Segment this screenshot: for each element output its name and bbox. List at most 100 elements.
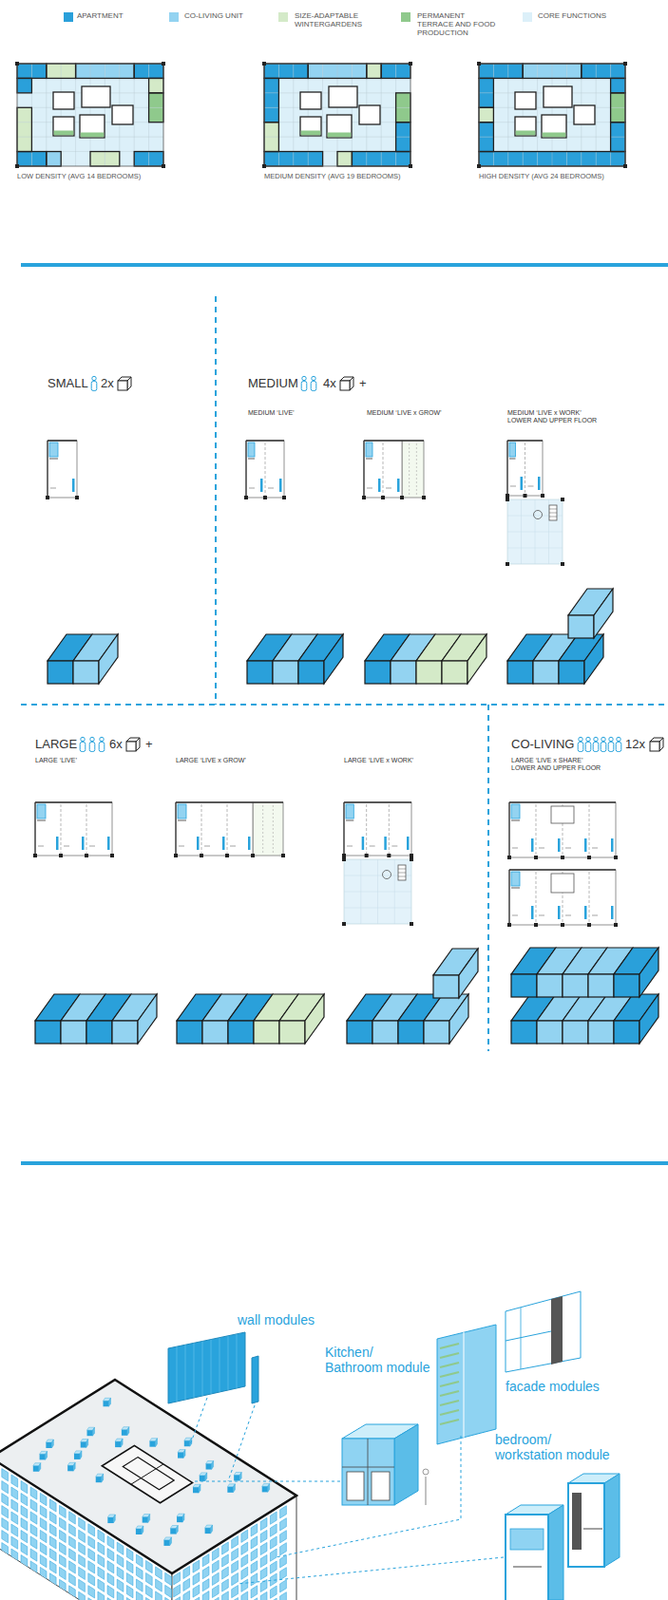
- grow-area: [401, 440, 424, 498]
- terrace-strip: [80, 133, 105, 138]
- work-floor: [505, 497, 565, 567]
- cube-side: [211, 1462, 214, 1471]
- legend-swatch: [522, 12, 533, 22]
- desk-line: [391, 846, 398, 848]
- desk-line: [229, 846, 236, 848]
- plan-cell: [508, 152, 523, 167]
- module-edge: [37, 820, 46, 822]
- unit-outline: [46, 152, 61, 167]
- window: [30, 1488, 38, 1501]
- module-cube: [74, 1451, 82, 1461]
- legend-text: CO-LIVING UNIT: [184, 11, 244, 20]
- block-front: [228, 1021, 254, 1045]
- module-count: 6x: [109, 738, 123, 753]
- block-front: [346, 1021, 373, 1045]
- plan-cell: [17, 63, 32, 78]
- work-area: [343, 859, 412, 925]
- column: [250, 854, 255, 859]
- module-joint: [367, 1439, 369, 1507]
- block-front: [364, 661, 391, 685]
- column: [262, 61, 267, 66]
- plan-cell: [264, 152, 279, 167]
- plan-cell: [323, 63, 338, 78]
- cube-front: [262, 1487, 268, 1493]
- louvre: [439, 1363, 459, 1369]
- window: [69, 1549, 77, 1563]
- cube-front: [121, 1431, 128, 1437]
- facade-module: [437, 1292, 581, 1446]
- cube-side: [148, 1515, 151, 1525]
- window: [173, 1598, 181, 1600]
- louvre: [439, 1354, 459, 1359]
- cube-side: [349, 377, 354, 391]
- window: [116, 1567, 124, 1581]
- cube-icon: [117, 377, 132, 391]
- person-icon: [577, 737, 584, 752]
- mullion: [520, 1308, 522, 1371]
- desk-line: [538, 916, 545, 917]
- window: [30, 1562, 38, 1575]
- column: [282, 496, 287, 500]
- legend-swatch: [63, 12, 74, 22]
- cube-side: [45, 1451, 48, 1461]
- core-island: [515, 92, 536, 110]
- column: [540, 494, 545, 498]
- grid-line: [343, 892, 412, 894]
- stair-step: [549, 516, 557, 518]
- mullion: [463, 1333, 465, 1439]
- block-front: [568, 615, 594, 639]
- unit-outline: [610, 122, 626, 153]
- window: [88, 1562, 96, 1575]
- bedroom-module: [505, 1474, 620, 1600]
- person-icon: [310, 376, 317, 391]
- desk-line: [538, 848, 545, 850]
- partition: [60, 804, 62, 855]
- window: [1, 1531, 9, 1545]
- module-count: 2x: [100, 377, 115, 392]
- window: [59, 1530, 67, 1544]
- window: [250, 1574, 258, 1587]
- window: [97, 1592, 105, 1600]
- unit-wall: [34, 802, 36, 857]
- plan-cell: [307, 152, 323, 167]
- plan-cell: [337, 63, 352, 78]
- person-figure: [422, 1469, 429, 1476]
- window: [69, 1586, 77, 1600]
- person-icon: [79, 737, 86, 752]
- bathroom-module: [37, 804, 46, 820]
- window: [126, 1599, 134, 1600]
- block-front: [279, 1021, 306, 1045]
- block-front: [202, 1021, 229, 1045]
- unit-outline: [307, 63, 367, 78]
- plan-border: [17, 63, 164, 167]
- window: [116, 1580, 124, 1593]
- desk-line: [38, 846, 44, 848]
- unit-floor: [363, 440, 402, 498]
- desk-line: [510, 486, 516, 488]
- unit-wall: [174, 802, 176, 857]
- cube-front: [184, 1441, 191, 1448]
- module-cube: [199, 1473, 208, 1483]
- window: [260, 1592, 268, 1600]
- window: [231, 1549, 239, 1563]
- window: [231, 1599, 239, 1600]
- plan-cell: [149, 107, 164, 122]
- unit-outline: [610, 77, 626, 93]
- unit-wall: [509, 869, 616, 872]
- window: [88, 1525, 96, 1538]
- plan-cell: [149, 77, 164, 93]
- bed-module: [531, 906, 535, 920]
- unit-outline: [17, 152, 47, 167]
- window: [173, 1585, 181, 1599]
- window: [222, 1592, 230, 1600]
- column: [161, 164, 166, 169]
- block-front: [558, 661, 585, 685]
- window: [39, 1493, 47, 1507]
- unit-wall: [509, 801, 616, 804]
- bathroom-module: [511, 804, 520, 820]
- block-front: [253, 1021, 280, 1045]
- core-island: [541, 114, 567, 138]
- work-floor: [342, 858, 414, 927]
- plan-cell: [396, 93, 411, 108]
- column: [161, 61, 166, 66]
